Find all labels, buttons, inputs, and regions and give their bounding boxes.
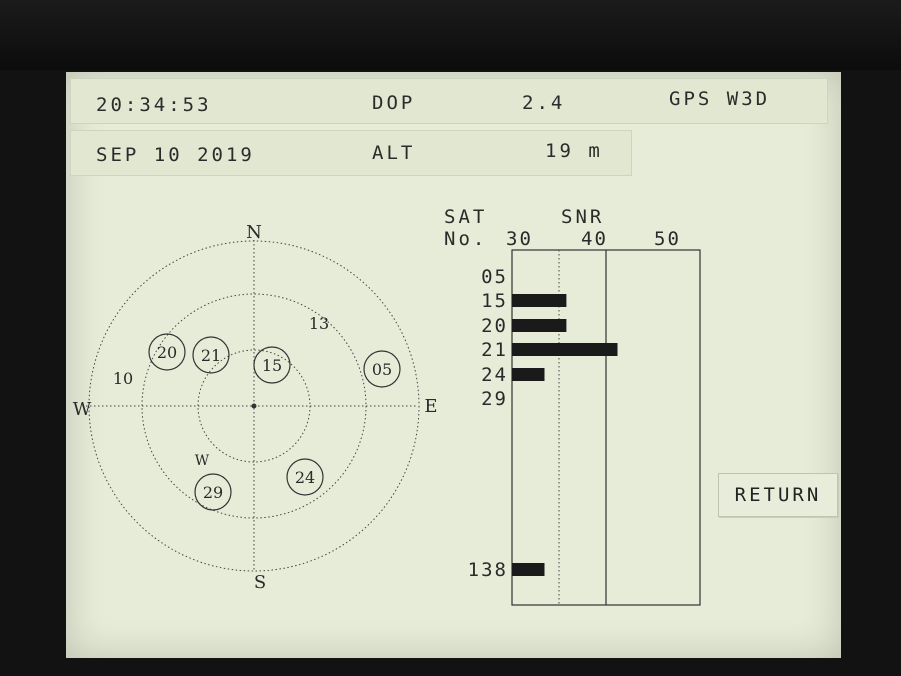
snr-bars xyxy=(512,294,618,576)
time-display: 20:34:53 xyxy=(96,94,212,116)
snr-header: SNR xyxy=(561,206,604,228)
device-bezel-top xyxy=(0,0,901,70)
snr-sat-label-29: 29 xyxy=(481,388,508,410)
compass-west: W xyxy=(73,399,92,420)
sat-24-label: 24 xyxy=(295,468,315,487)
sat-29-ring xyxy=(194,473,232,511)
sat-15-label: 15 xyxy=(262,356,282,375)
sat-header-line2: No. xyxy=(444,228,487,250)
dop-value: 2.4 xyxy=(522,92,566,114)
skyplot-center-dot xyxy=(251,403,257,409)
snr-sat-label-21: 21 xyxy=(481,339,508,361)
sat-13-label: 13 xyxy=(309,314,329,333)
sat-15-ring xyxy=(253,346,291,384)
sat-21-ring xyxy=(192,336,230,374)
snr-tick-30: 30 xyxy=(506,228,533,250)
snr-bar-15 xyxy=(512,294,567,307)
compass-east: E xyxy=(424,396,437,417)
sat-10-label: 10 xyxy=(113,369,133,388)
snr-sat-label-24: 24 xyxy=(481,364,508,386)
sat-29-marker: W xyxy=(195,453,210,469)
snr-sat-label-138: 138 xyxy=(468,559,508,581)
snr-bar-138 xyxy=(512,563,545,576)
sat-24-ring xyxy=(286,458,324,496)
sat-20-ring xyxy=(148,333,186,371)
gps-status-screen: 20:34:53 DOP 2.4 GPS W3D SEP 10 2019 ALT… xyxy=(66,72,841,658)
alt-value: 19 m xyxy=(545,140,603,162)
dop-label: DOP xyxy=(372,92,416,114)
snr-bar-20 xyxy=(512,319,567,332)
return-button[interactable]: RETURN xyxy=(718,473,838,517)
positioning-mode: GPS W3D xyxy=(669,88,771,110)
snr-sat-label-05: 05 xyxy=(481,266,508,288)
snr-tick-40: 40 xyxy=(581,228,608,250)
compass-south: S xyxy=(254,572,266,593)
sat-05-label: 05 xyxy=(372,360,392,379)
compass-north: N xyxy=(246,222,262,243)
snr-sat-label-15: 15 xyxy=(481,290,508,312)
snr-bar-24 xyxy=(512,368,545,381)
sat-05-ring xyxy=(363,350,401,388)
sat-20-label: 20 xyxy=(157,343,177,362)
snr-sat-label-20: 20 xyxy=(481,315,508,337)
header-row-1 xyxy=(70,78,828,124)
date-display: SEP 10 2019 xyxy=(96,144,255,166)
sat-29-label: 29 xyxy=(203,483,223,502)
sat-21-label: 21 xyxy=(201,346,221,365)
snr-bar-21 xyxy=(512,343,618,356)
alt-label: ALT xyxy=(372,142,416,164)
snr-tick-50: 50 xyxy=(654,228,681,250)
header-row-2 xyxy=(70,130,632,176)
skyplot: N S E W 20 21 15 05 24 29 13 10 W SAT No… xyxy=(73,206,701,606)
sat-header-line1: SAT xyxy=(444,206,487,228)
